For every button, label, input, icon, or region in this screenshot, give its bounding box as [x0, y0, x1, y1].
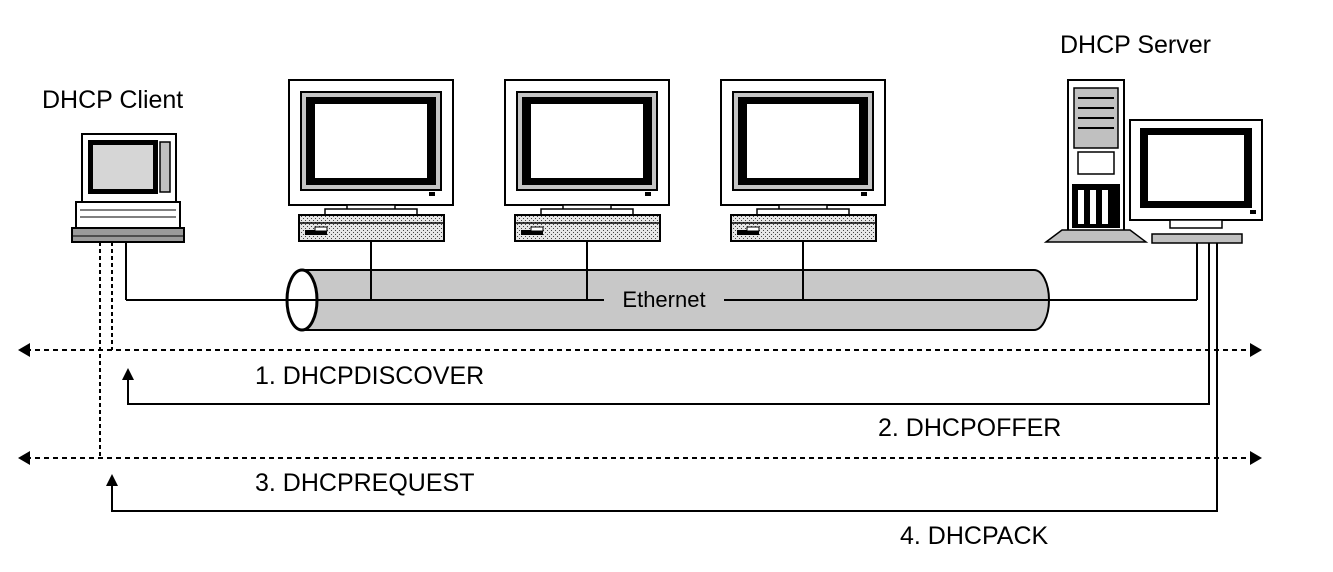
message-offer-label: 2. DHCPOFFER — [878, 414, 1061, 442]
message-request-label: 3. DHCPREQUEST — [255, 469, 474, 497]
server-monitor-icon — [1129, 119, 1263, 244]
monitor-icon — [504, 79, 670, 242]
ack-line — [106, 243, 1218, 512]
broadcast-line-request — [18, 451, 1262, 465]
ethernet-label: Ethernet — [622, 287, 705, 312]
monitor-icon — [720, 79, 886, 242]
client-label: DHCP Client — [42, 86, 183, 114]
offer-line — [122, 243, 1210, 405]
server-tower-icon — [1043, 79, 1149, 243]
monitor-icon — [288, 79, 454, 242]
broadcast-line-discover — [18, 343, 1262, 357]
ethernet-cable: Ethernet — [126, 268, 1197, 332]
laptop-icon — [71, 133, 185, 243]
message-ack-label: 4. DHCPACK — [900, 522, 1049, 550]
server-label: DHCP Server — [1060, 31, 1211, 59]
message-discover-label: 1. DHCPDISCOVER — [255, 362, 484, 390]
